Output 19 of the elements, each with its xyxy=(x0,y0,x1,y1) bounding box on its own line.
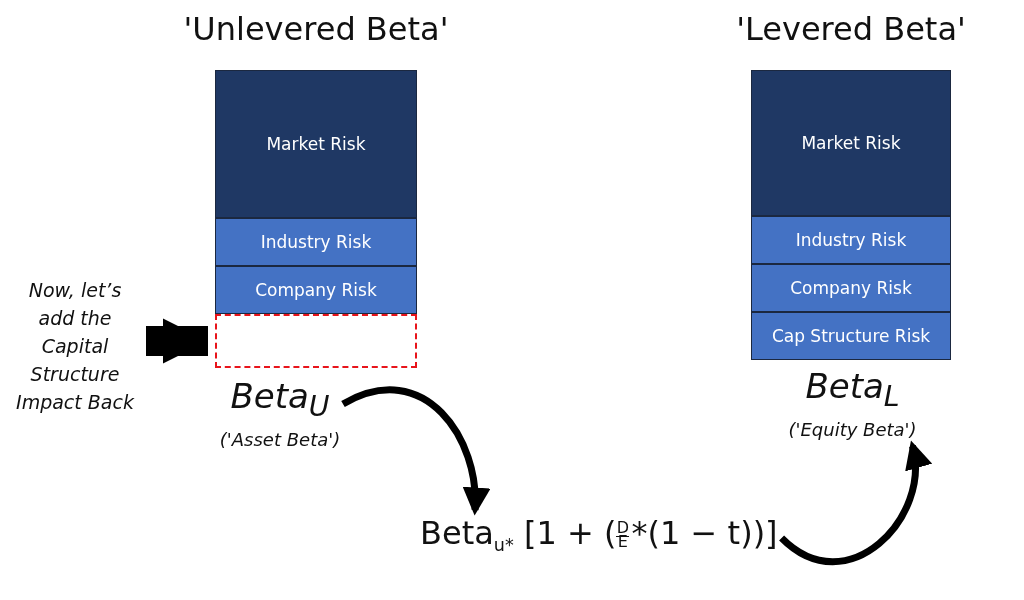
block-arrow xyxy=(146,318,208,364)
curved-arrow xyxy=(341,386,489,516)
curved-arrow xyxy=(779,440,930,566)
column-heading: 'Unlevered Beta' xyxy=(182,10,450,48)
risk-block: Company Risk xyxy=(215,266,417,314)
beta-symbol: Beta$_{U}$ xyxy=(229,376,331,423)
beta-caption: ('Asset Beta') xyxy=(218,428,342,450)
risk-block: Market Risk xyxy=(751,70,951,216)
risk-block: Market Risk xyxy=(215,70,417,218)
beta-symbol: Beta$_{L}$ xyxy=(804,366,901,413)
column-heading: 'Levered Beta' xyxy=(735,10,967,48)
risk-block: Industry Risk xyxy=(751,216,951,264)
risk-block: Cap Structure Risk xyxy=(751,312,951,360)
risk-block: Company Risk xyxy=(751,264,951,312)
beta-caption: ('Equity Beta') xyxy=(787,418,918,440)
empty-dashed-box xyxy=(215,314,417,368)
note-text: Now, let’s add the Capital Structure Impact Back xyxy=(14,276,136,416)
risk-block: Industry Risk xyxy=(215,218,417,266)
formula-text: Beta$_{u*}$ [1 + ($^{D}$$_{E}$*(1 − t))] xyxy=(420,514,778,570)
